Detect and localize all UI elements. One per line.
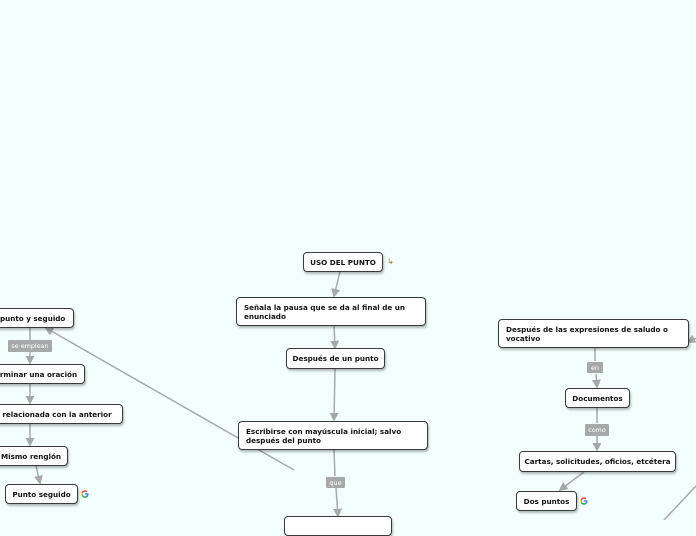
node-label: Después de las expresiones de saludo o v… <box>506 324 668 343</box>
node-relacionada-anterior[interactable]: a relacionada con la anterior <box>0 404 123 424</box>
node-uso-del-punto[interactable]: USO DEL PUNTO <box>303 252 383 272</box>
node-dos-puntos[interactable]: Dos puntos <box>516 491 577 511</box>
link-en-documentos <box>591 373 601 389</box>
node-label: USO DEL PUNTO <box>310 257 376 267</box>
google-g-icon[interactable] <box>80 489 90 499</box>
node-label: Dos puntos <box>523 496 570 506</box>
link-escribirse-que <box>333 449 336 477</box>
link-label-en: en <box>587 362 603 373</box>
link-despues-escribirse <box>329 368 339 422</box>
link-mismo-punto <box>33 465 43 485</box>
node-label: Después de un punto <box>292 354 379 363</box>
link-senala-despues <box>330 325 340 350</box>
node-senala-pausa[interactable]: Señala la pausa que se da al final de un… <box>236 297 426 326</box>
node-label: l punto y seguido <box>0 313 66 323</box>
link-right-edge-bottom <box>663 485 696 520</box>
node-label: Punto seguido <box>12 489 71 499</box>
node-label: Señala la pausa que se da al final de un… <box>244 302 406 321</box>
note-icon[interactable]: ↳ <box>387 257 394 266</box>
node-label: Documentos <box>572 393 623 403</box>
link-label-como: como <box>585 424 609 436</box>
node-terminar-oracion[interactable]: erminar una oración <box>0 364 85 384</box>
node-cartas-solicitudes[interactable]: Cartas, solicitudes, oficios, etcétera <box>519 451 676 472</box>
node-documentos[interactable]: Documentos <box>565 388 630 408</box>
node-label: Cartas, solicitudes, oficios, etcétera <box>524 457 671 466</box>
node-punto-seguido[interactable]: Punto seguido <box>5 484 78 504</box>
node-despues-expresiones[interactable]: Después de las expresiones de saludo o v… <box>498 319 689 348</box>
google-g-icon[interactable] <box>579 496 589 506</box>
node-punto-y-seguido[interactable]: l punto y seguido <box>0 308 74 328</box>
node-bottom-partial[interactable] <box>284 516 392 536</box>
link-right-edge-top <box>686 334 696 343</box>
node-label: Mismo renglón <box>1 451 62 461</box>
link-root-senala <box>331 271 341 298</box>
link-label-se-emplean: se emplean <box>8 340 52 352</box>
node-label: erminar una oración <box>0 369 78 379</box>
link-label-que: que <box>326 477 345 488</box>
link-cartas-dospuntos <box>558 471 585 492</box>
node-escribirse-mayuscula[interactable]: Escribirse con mayúscula inicial; salvo … <box>238 421 428 450</box>
link-que-bottom <box>332 487 342 518</box>
node-label: Escribirse con mayúscula inicial; salvo … <box>246 426 402 445</box>
node-mismo-renglon[interactable]: Mismo renglón <box>0 446 68 466</box>
node-despues-de-un-punto[interactable]: Después de un punto <box>286 348 385 369</box>
node-label: a relacionada con la anterior <box>0 409 112 419</box>
